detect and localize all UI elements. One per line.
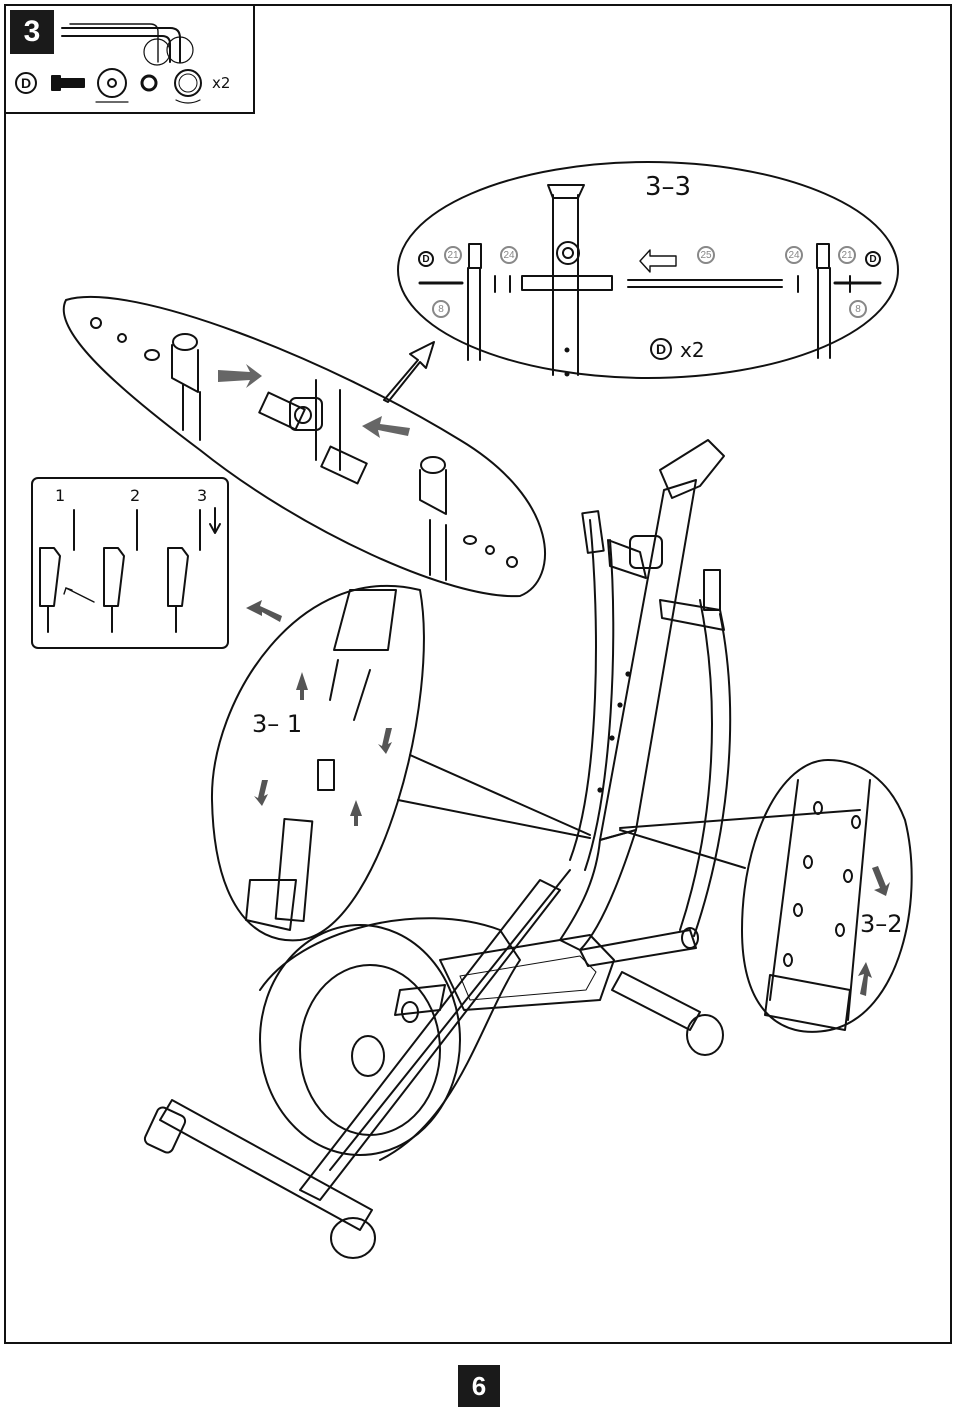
callout-25: 25 xyxy=(697,246,715,264)
allen-key-icon xyxy=(61,23,194,66)
page-number: 6 xyxy=(458,1365,500,1407)
leader-32a xyxy=(397,799,591,839)
handle-detail-ellipse xyxy=(62,295,546,598)
callout-24-left: 24 xyxy=(500,246,518,264)
detail-31-ellipse xyxy=(210,584,425,942)
callout-8-right: 8 xyxy=(849,300,867,318)
detail-33-letter-right: D xyxy=(865,251,881,267)
detail-32-title: 3–2 xyxy=(860,910,903,938)
detail-31-title: 3– 1 xyxy=(252,710,303,738)
washer-icon xyxy=(95,68,129,103)
cable-inset-box xyxy=(31,477,229,649)
arrow-to-33 xyxy=(383,341,435,403)
inset-step-1: 1 xyxy=(55,486,66,505)
detail-33-letter-left: D xyxy=(418,251,434,267)
leader-32c xyxy=(619,829,746,869)
spring-washer-icon xyxy=(174,69,202,104)
inset-step-3: 3 xyxy=(197,486,208,505)
callout-8-left: 8 xyxy=(432,300,450,318)
callout-21-left: 21 xyxy=(444,246,462,264)
page-frame xyxy=(4,4,952,1344)
part-letter-d: D xyxy=(15,72,37,94)
detail-33-qty: x2 xyxy=(680,338,705,362)
detail-33-title: 3–3 xyxy=(645,172,692,202)
leader-32b xyxy=(619,809,861,829)
callout-24-right: 24 xyxy=(785,246,803,264)
step-number-badge: 3 xyxy=(10,10,54,54)
elliptical-trainer xyxy=(143,439,732,1259)
arrow-to-inset xyxy=(246,600,282,622)
inset-step-2: 2 xyxy=(130,486,141,505)
detail-33-qty-letter: D xyxy=(650,338,672,360)
nut-icon xyxy=(140,74,158,92)
parts-quantity: x2 xyxy=(212,74,231,92)
leader-31 xyxy=(409,754,591,836)
detail-32-ellipse xyxy=(741,759,913,1033)
detail-33-ellipse xyxy=(397,161,899,379)
callout-21-right: 21 xyxy=(838,246,856,264)
parts-box xyxy=(4,4,255,114)
bolt-icon xyxy=(51,75,85,91)
